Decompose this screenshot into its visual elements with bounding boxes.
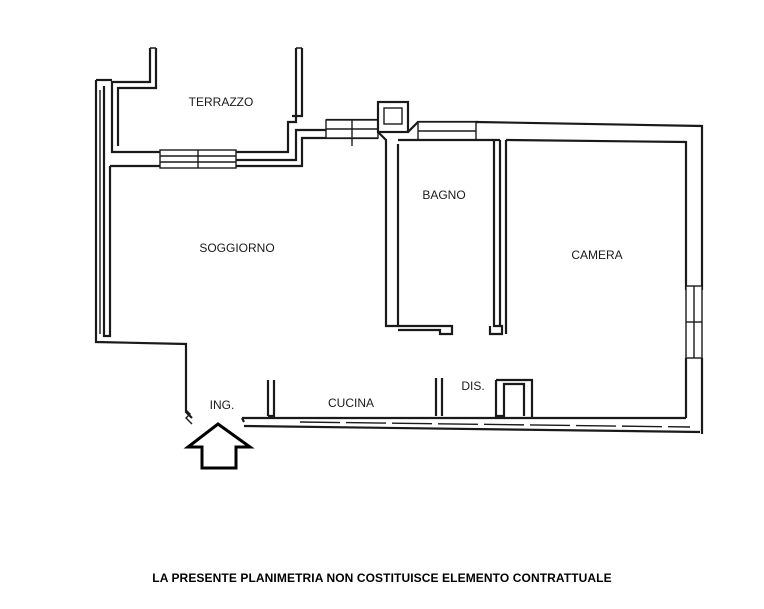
room-label-terrazzo: TERRAZZO bbox=[189, 95, 254, 109]
room-label-disimpegno: DIS. bbox=[461, 379, 484, 393]
bathroom-walls bbox=[398, 140, 508, 336]
terrace-walls bbox=[110, 47, 304, 154]
room-label-soggiorno: SOGGIORNO bbox=[199, 241, 274, 255]
upper-walls bbox=[110, 100, 704, 328]
disclaimer-text: LA PRESENTE PLANIMETRIA NON COSTITUISCE … bbox=[152, 571, 612, 585]
room-label-cucina: CUCINA bbox=[328, 396, 374, 410]
room-label-ingresso: ING. bbox=[210, 398, 235, 412]
room-label-bagno: BAGNO bbox=[422, 188, 465, 202]
room-label-camera: CAMERA bbox=[571, 248, 622, 262]
entrance-arrow-icon bbox=[183, 422, 255, 470]
bottom-walls bbox=[185, 378, 701, 434]
camera-side-window bbox=[684, 285, 704, 434]
left-outer-wall bbox=[94, 78, 193, 419]
terrace-window bbox=[159, 149, 237, 169]
